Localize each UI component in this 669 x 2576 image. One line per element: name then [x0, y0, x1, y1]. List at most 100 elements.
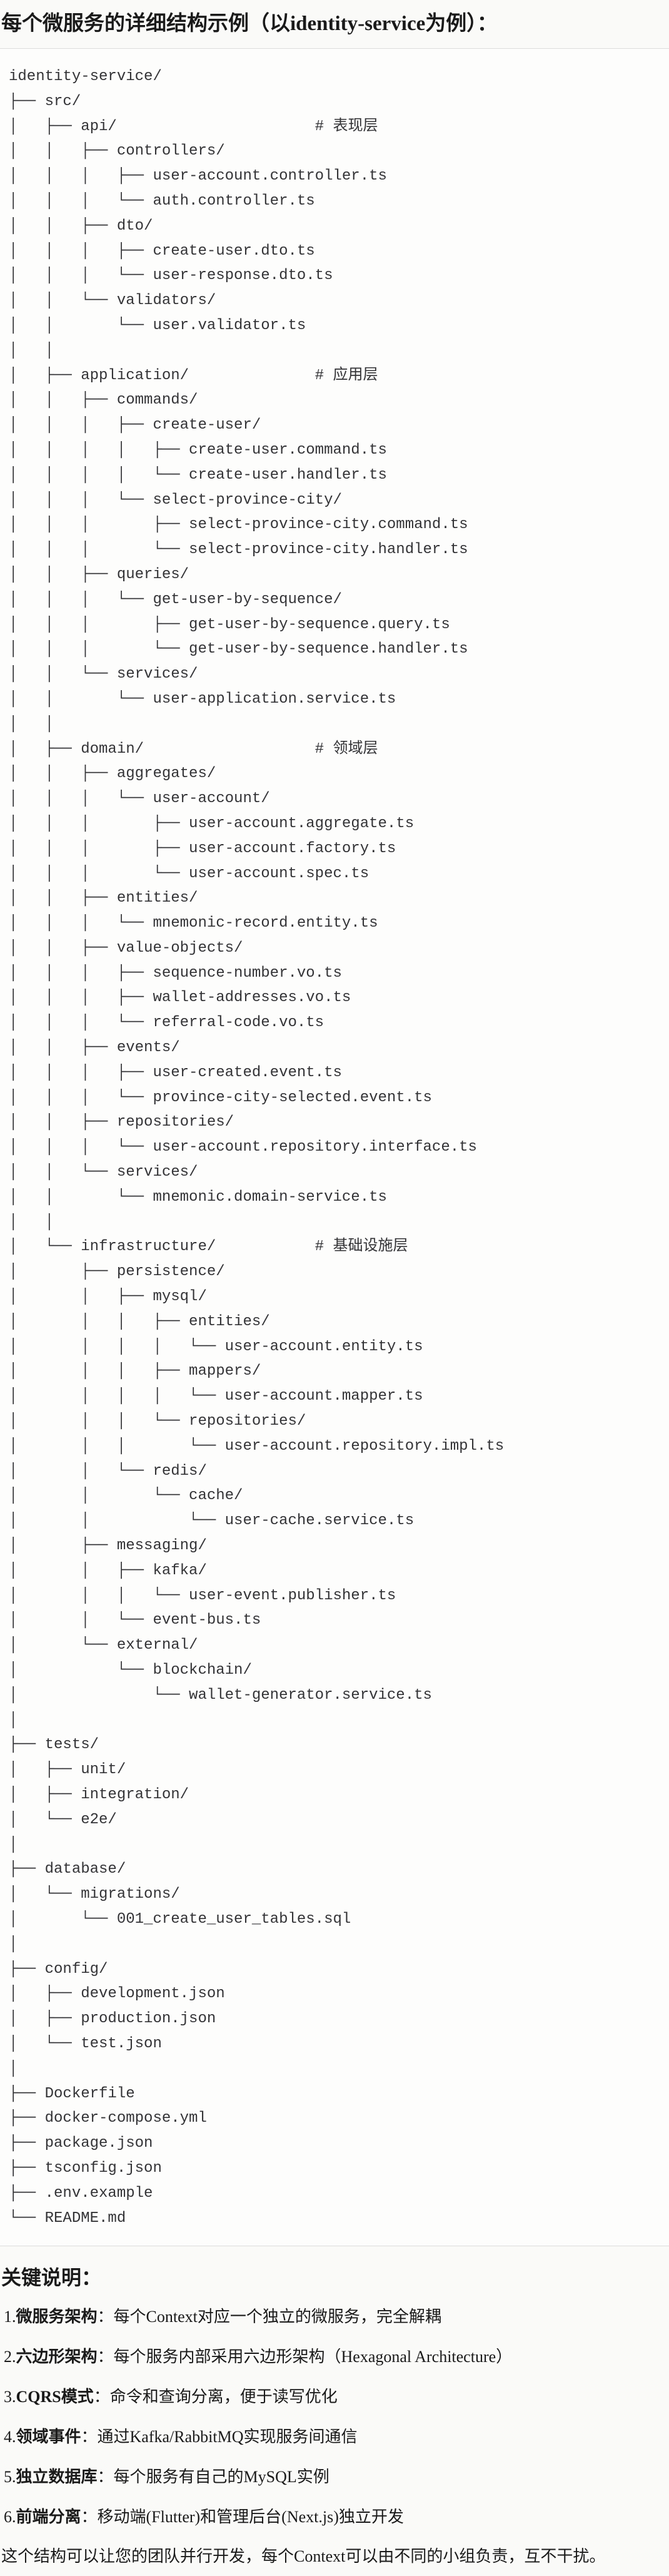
tree-line: │ │ │ ├── wallet-addresses.vo.ts [9, 985, 408, 1011]
tree-entry: │ │ │ ├── select-province-city.command.t… [9, 516, 468, 534]
note-separator: ： [97, 2468, 114, 2486]
tree-line: │ │ ├── controllers/ [9, 139, 408, 164]
tree-entry: │ └── e2e/ [9, 1811, 117, 1828]
tree-entry: │ │ │ │ └── user-account.entity.ts [9, 1338, 423, 1355]
tree-line: │ ├── development.json [9, 1982, 408, 2007]
tree-entry: │ │ │ ├── sequence-number.vo.ts [9, 964, 342, 982]
tree-entry: ├── database/ [9, 1861, 126, 1878]
tree-entry: │ │ └── mnemonic.domain-service.ts [9, 1188, 387, 1206]
tree-line: │ │ │ └── get-user-by-sequence.handler.t… [9, 637, 468, 662]
tree-line: │ [9, 2057, 408, 2082]
tree-entry: │ │ │ └── user-account/ [9, 790, 270, 808]
tree-line: │ │ │ ├── mappers/ [9, 1359, 408, 1384]
tree-line: │ ├── production.json [9, 2007, 408, 2032]
tree-line: │ │ │ ├── get-user-by-sequence.query.ts [9, 613, 450, 638]
tree-line: │ │ └── user.validator.ts [9, 313, 408, 339]
note-item: 2.六边形架构：每个服务内部采用六边形架构（Hexagonal Architec… [4, 2345, 512, 2385]
tree-entry: │ │ │ └── select-province-city/ [9, 491, 342, 509]
tree-line: ├── tsconfig.json [9, 2156, 408, 2181]
tree-line: ├── package.json [9, 2131, 408, 2156]
note-item: 6.前端分离：移动端(Flutter)和管理后台(Next.js)独立开发 [4, 2505, 512, 2545]
tree-entry: │ │ └── event-bus.ts [9, 1612, 261, 1629]
tree-line: └── README.md [9, 2206, 408, 2231]
note-separator: ： [81, 2508, 98, 2526]
note-item: 4.领域事件：通过Kafka/RabbitMQ实现服务间通信 [4, 2425, 512, 2465]
tree-line: │ │ │ │ └── user-account.entity.ts [9, 1335, 423, 1360]
tree-line: │ │ └── validators/ [9, 288, 408, 313]
tree-entry: ├── tests/ [9, 1736, 99, 1754]
tree-line: │ │ └── user-cache.service.ts [9, 1509, 414, 1534]
tree-line: │ │ └── event-bus.ts [9, 1608, 408, 1633]
tree-entry: │ │ │ ├── user-account.factory.ts [9, 840, 396, 857]
tree-line: │ ├── application/# 应用层 [9, 364, 408, 389]
tree-line: │ │ │ └── province-city-selected.event.t… [9, 1086, 432, 1111]
tree-line: │ │ │ └── get-user-by-sequence/ [9, 588, 408, 613]
tree-entry: └── README.md [9, 2209, 126, 2227]
tree-entry: ├── src/ [9, 93, 81, 110]
tree-entry: │ │ ├── mysql/ [9, 1288, 207, 1306]
tree-line: │ │ │ ├── entities/ [9, 1310, 408, 1335]
tree-line: │ │ │ ├── user-created.event.ts [9, 1061, 408, 1086]
tree-line: │ │ │ └── mnemonic-record.entity.ts [9, 911, 408, 936]
tree-line: │ │ │ ├── user-account.controller.ts [9, 164, 408, 189]
tree-line: │ │ │ └── user-response.dto.ts [9, 263, 408, 288]
tree-entry: │ │ │ └── referral-code.vo.ts [9, 1014, 324, 1032]
note-separator: ： [97, 2348, 114, 2366]
tree-entry: │ └── blockchain/ [9, 1662, 252, 1679]
layer-comment: # 基础设施层 [314, 1238, 408, 1256]
tree-entry: │ │ │ └── select-province-city.handler.t… [9, 541, 468, 559]
tree-line: │ └── migrations/ [9, 1882, 408, 1907]
tree-entry: │ │ │ └── repositories/ [9, 1413, 306, 1430]
note-separator: ： [97, 2308, 114, 2326]
tree-entry: ├── docker-compose.yml [9, 2110, 207, 2127]
layer-comment: # 表现层 [314, 118, 378, 135]
tree-line: │ │ └── services/ [9, 1160, 408, 1185]
tree-entry: │ [9, 2060, 18, 2077]
note-description: 每个服务有自己的MySQL实例 [113, 2468, 329, 2486]
tree-entry: │ │ │ ├── get-user-by-sequence.query.ts [9, 616, 450, 633]
tree-line: │ │ ├── aggregates/ [9, 761, 408, 787]
tree-entry: │ │ │ ├── entities/ [9, 1313, 270, 1330]
tree-line: │ [9, 1833, 408, 1858]
tree-line: ├── tests/ [9, 1733, 408, 1758]
tree-entry: │ │ │ ├── mappers/ [9, 1363, 261, 1380]
tree-entry: │ │ │ ├── wallet-addresses.vo.ts [9, 989, 351, 1007]
tree-line: │ └── blockchain/ [9, 1658, 408, 1683]
tree-entry: │ │ │ ├── user-created.event.ts [9, 1064, 342, 1081]
tree-entry: ├── package.json [9, 2135, 153, 2152]
tree-line: ├── .env.example [9, 2181, 408, 2206]
tree-line: │ │ │ └── auth.controller.ts [9, 189, 408, 214]
tree-line: │ │ └── redis/ [9, 1459, 408, 1484]
tree-entry: │ └── migrations/ [9, 1886, 180, 1903]
tree-line: │ │ │ └── user-account.repository.impl.t… [9, 1434, 504, 1459]
tree-entry: │ │ │ ├── create-user.dto.ts [9, 242, 315, 260]
tree-entry: │ ├── unit/ [9, 1761, 126, 1779]
tree-line: │ │ │ │ └── create-user.handler.ts [9, 463, 408, 488]
tree-line: │ │ [9, 712, 408, 737]
notes-heading: 关键说明： [1, 2266, 102, 2289]
tree-entry: │ │ └── redis/ [9, 1462, 207, 1480]
tree-line: │ │ │ ├── user-account.factory.ts [9, 837, 408, 862]
tree-line: │ ├── messaging/ [9, 1534, 408, 1559]
tree-entry: │ │ └── cache/ [9, 1487, 243, 1505]
tree-entry: │ │ ├── commands/ [9, 392, 198, 409]
note-separator: ： [81, 2428, 98, 2446]
note-number: 6. [4, 2508, 16, 2526]
tree-entry: identity-service/ [9, 68, 162, 85]
tree-entry: │ │ │ │ └── user-account.mapper.ts [9, 1388, 423, 1405]
tree-line: │ │ │ ├── user-account.aggregate.ts [9, 812, 414, 837]
tree-line: │ │ │ └── select-province-city.handler.t… [9, 537, 468, 563]
tree-entry: │ │ │ └── user-account.spec.ts [9, 865, 370, 882]
tree-entry: │ │ └── services/ [9, 666, 198, 683]
tree-line: ├── database/ [9, 1857, 408, 1882]
tree-line: │ │ │ └── select-province-city/ [9, 488, 408, 513]
tree-line: │ │ └── mnemonic.domain-service.ts [9, 1185, 408, 1210]
tree-entry: │ │ [9, 1213, 54, 1231]
summary-text: 这个结构可以让您的团队并行开发，每个Context可以由不同的小组负责，互不干扰… [1, 2547, 606, 2565]
tree-entry: │ │ │ └── user-response.dto.ts [9, 267, 333, 285]
tree-entry: │ │ [9, 342, 54, 359]
tree-entry: │ └── external/ [9, 1637, 198, 1654]
tree-entry: │ │ │ └── get-user-by-sequence/ [9, 591, 342, 608]
tree-entry: │ │ │ ├── user-account.controller.ts [9, 168, 387, 185]
